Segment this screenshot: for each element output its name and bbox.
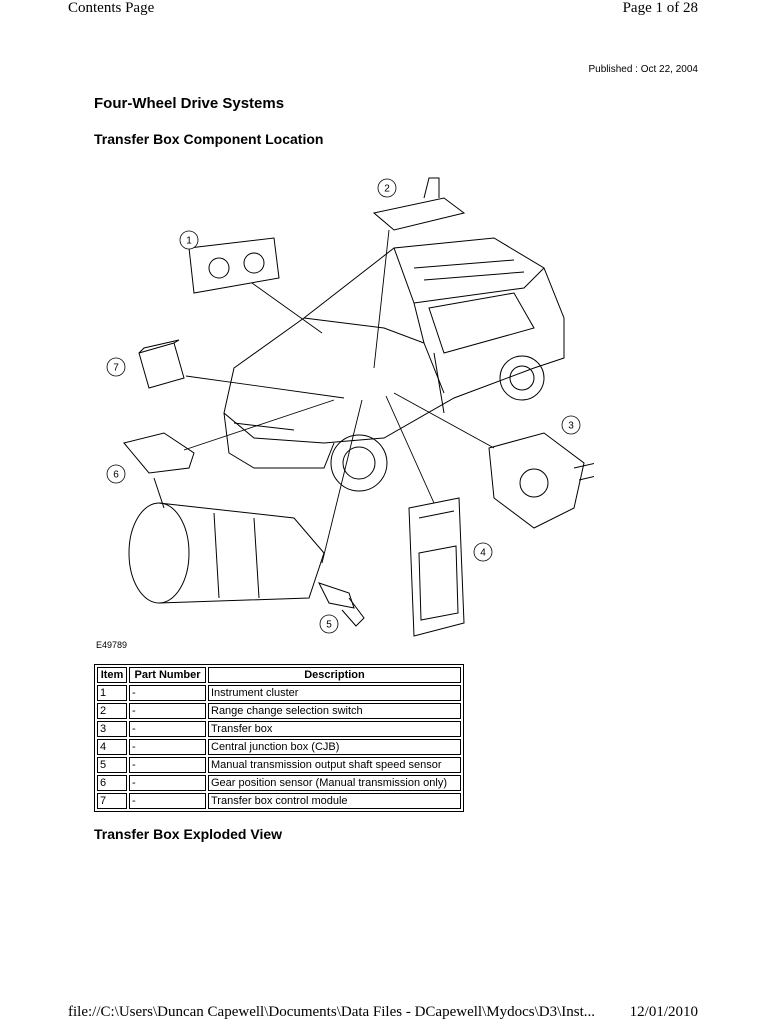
cell-item: 7 [97, 793, 127, 809]
footer-file-path: file://C:\Users\Duncan Capewell\Document… [68, 1004, 595, 1020]
cell-item: 2 [97, 703, 127, 719]
cell-part-number: - [129, 703, 206, 719]
cell-part-number: - [129, 721, 206, 737]
speed-sensor-illustration [318, 582, 365, 627]
cell-item: 3 [97, 721, 127, 737]
table-row: 3-Transfer box [97, 721, 461, 737]
callout-1-label: 1 [186, 236, 192, 247]
callout-2: 2 [377, 178, 397, 198]
table-row: 6-Gear position sensor (Manual transmiss… [97, 775, 461, 791]
table-row: 4-Central junction box (CJB) [97, 739, 461, 755]
table-row: 7-Transfer box control module [97, 793, 461, 809]
callout-5: 5 [319, 614, 339, 634]
table-row: 1-Instrument cluster [97, 685, 461, 701]
cell-item: 1 [97, 685, 127, 701]
cell-item: 6 [97, 775, 127, 791]
cell-part-number: - [129, 775, 206, 791]
callout-7-label: 7 [113, 363, 119, 374]
range-switch-illustration [372, 177, 466, 231]
gear-position-sensor-illustration [123, 432, 195, 474]
transmission-illustration [128, 477, 325, 604]
callout-4-label: 4 [480, 548, 486, 559]
cell-part-number: - [129, 793, 206, 809]
table-row: 5-Manual transmission output shaft speed… [97, 757, 461, 773]
callout-6: 6 [106, 464, 126, 484]
transfer-box-illustration [488, 432, 594, 529]
cell-description: Gear position sensor (Manual transmissio… [208, 775, 461, 791]
cell-part-number: - [129, 757, 206, 773]
callout-1: 1 [179, 230, 199, 250]
page-header-title: Contents Page [68, 0, 155, 16]
figure-id: E49789 [96, 640, 128, 650]
document-title: Four-Wheel Drive Systems [94, 95, 285, 112]
cell-description: Central junction box (CJB) [208, 739, 461, 755]
cell-item: 5 [97, 757, 127, 773]
table-row: 2-Range change selection switch [97, 703, 461, 719]
table-header-row: Item Part Number Description [97, 667, 461, 683]
section-title-exploded-view: Transfer Box Exploded View [94, 826, 283, 842]
callout-7: 7 [106, 357, 126, 377]
callout-6-label: 6 [113, 470, 119, 481]
parts-table: Item Part Number Description 1-Instrumen… [94, 664, 464, 812]
callout-3: 3 [561, 415, 581, 435]
control-module-illustration [138, 339, 185, 389]
instrument-cluster-illustration [188, 237, 280, 294]
header-item: Item [97, 667, 127, 683]
callout-5-label: 5 [326, 620, 332, 631]
component-location-diagram: 1 2 3 4 5 6 7 [106, 177, 594, 637]
cell-description: Instrument cluster [208, 685, 461, 701]
cell-part-number: - [129, 685, 206, 701]
callout-3-label: 3 [568, 421, 574, 432]
cjb-illustration [408, 497, 465, 637]
callout-4: 4 [473, 542, 493, 562]
page-number: Page 1 of 28 [622, 0, 698, 16]
cell-description: Range change selection switch [208, 703, 461, 719]
header-description: Description [208, 667, 461, 683]
cell-item: 4 [97, 739, 127, 755]
section-title-component-location: Transfer Box Component Location [94, 131, 324, 147]
published-date: Published : Oct 22, 2004 [588, 64, 698, 75]
cell-description: Manual transmission output shaft speed s… [208, 757, 461, 773]
footer-date: 12/01/2010 [629, 1004, 698, 1020]
cell-description: Transfer box [208, 721, 461, 737]
cell-description: Transfer box control module [208, 793, 461, 809]
callout-2-label: 2 [384, 184, 390, 195]
header-part-number: Part Number [129, 667, 206, 683]
vehicle-illustration [223, 237, 565, 492]
cell-part-number: - [129, 739, 206, 755]
